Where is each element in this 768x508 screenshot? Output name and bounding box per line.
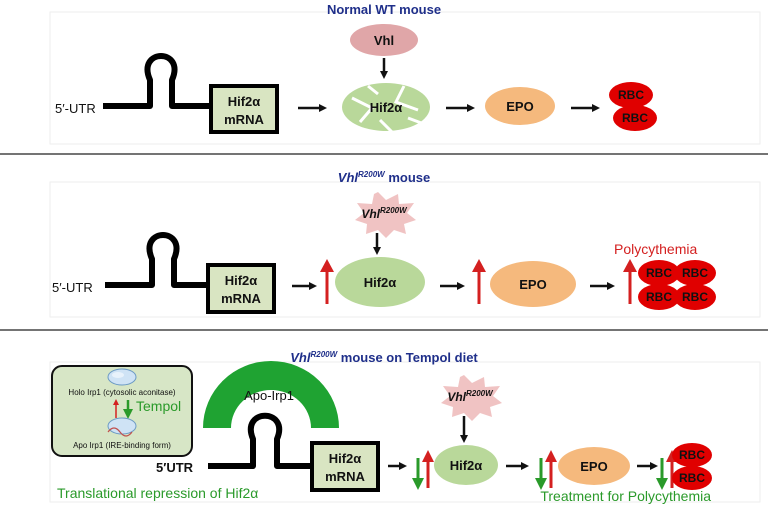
panel2-utr-label: 5′-UTR — [52, 280, 93, 295]
panel2-stem-loop — [105, 232, 208, 288]
panel2-vhl-label: VhlR200W — [361, 206, 408, 221]
panel2-rbc-1 — [638, 260, 680, 286]
panel3-utr-label: 5′UTR — [156, 460, 194, 475]
panel2-mrna-line2: mRNA — [221, 291, 261, 306]
panel-normal-wt: Normal WT mouse 5′-UTR Hif2α mRNA Vhl Hi… — [55, 2, 657, 134]
panel3-updown-hif — [412, 450, 434, 490]
panel2-epo — [490, 261, 576, 307]
panel-vhl-mutant: VhlR200W mouse 5′-UTR Hif2α mRNA VhlR200… — [52, 170, 716, 314]
panel2-rbc-3 — [638, 284, 680, 310]
panel3-title: VhlR200W mouse on Tempol diet — [290, 350, 478, 365]
panel1-vhl — [350, 24, 418, 56]
panel3-updown-epo — [535, 450, 557, 490]
panel3-mrna-line1: Hif2α — [329, 451, 362, 466]
panel1-rbc-2 — [613, 105, 657, 131]
panel-frame-1 — [49, 11, 761, 145]
panel1-vhl-label: Vhl — [374, 33, 394, 48]
panel3-rbc-1-label: RBC — [679, 448, 705, 462]
panel1-epo-label: EPO — [506, 99, 533, 114]
panel3-rbc-2-label: RBC — [679, 471, 705, 485]
panel1-utr-label: 5′-UTR — [55, 101, 96, 116]
panel3-rbc-1 — [672, 443, 712, 467]
panel2-rbc-4 — [674, 284, 716, 310]
panel1-rbc-1-label: RBC — [618, 88, 644, 102]
panel1-mrna-line2: mRNA — [224, 112, 264, 127]
panel2-epo-label: EPO — [519, 277, 546, 292]
panel3-epo — [558, 447, 630, 485]
panel3-mrna-box — [310, 441, 380, 492]
apo-irp1-protein-icon — [107, 417, 137, 437]
panel1-mrna-box — [209, 84, 279, 134]
panel1-title: Normal WT mouse — [327, 2, 441, 17]
panel2-outcome: Polycythemia — [614, 241, 697, 257]
panel1-stem-loop — [103, 53, 211, 109]
apo-irp1-label: Apo-Irp1 — [244, 388, 294, 403]
panel3-hif — [434, 445, 498, 485]
panel2-title: VhlR200W mouse — [338, 170, 430, 185]
panel3-rbc-2 — [672, 466, 712, 490]
inset-apo-label: Apo Irp1 (IRE-binding form) — [73, 441, 171, 450]
panel2-up-arrow-rbc — [623, 259, 637, 304]
panel-frame-3 — [49, 361, 761, 503]
inset-down-arrow — [123, 400, 133, 419]
panel1-mrna-line1: Hif2α — [228, 94, 261, 109]
apo-irp1-dome — [203, 361, 339, 428]
panel2-rbc-4-label: RBC — [682, 290, 708, 304]
panel2-vhl-burst — [355, 192, 416, 238]
inset-up-arrow — [113, 399, 119, 418]
inset-holo-label: Holo Irp1 (cytosolic aconitase) — [68, 388, 175, 397]
panel2-rbc-2-label: RBC — [682, 266, 708, 280]
panel2-up-arrow-epo — [472, 259, 486, 304]
panel2-hif-label: Hif2α — [364, 275, 397, 290]
panel3-vhl-label: VhlR200W — [447, 389, 494, 404]
holo-irp1-protein-icon — [107, 368, 137, 386]
panel1-hif-degraded — [342, 83, 430, 134]
panel3-mrna-line2: mRNA — [325, 469, 365, 484]
panel2-hif — [335, 257, 425, 307]
panel3-left-caption: Translational repression of Hif2α — [57, 485, 258, 501]
panel3-hif-label: Hif2α — [450, 458, 483, 473]
panel-frame-2 — [49, 181, 761, 318]
panel3-stem-loop — [208, 412, 312, 469]
inset-tempol-label: Tempol — [136, 398, 181, 414]
panel2-rbc-2 — [674, 260, 716, 286]
panel2-rbc-3-label: RBC — [646, 290, 672, 304]
panel3-vhl-burst — [441, 375, 502, 421]
irp1-inset: Holo Irp1 (cytosolic aconitase) Tempol A… — [51, 365, 193, 457]
panel3-right-caption: Treatment for Polycythemia — [540, 488, 711, 504]
panel2-rbc-1-label: RBC — [646, 266, 672, 280]
panel1-hif-label: Hif2α — [370, 100, 403, 115]
panel2-up-arrow-hif — [320, 259, 334, 304]
panel3-epo-label: EPO — [580, 459, 607, 474]
panel1-rbc-2-label: RBC — [622, 111, 648, 125]
panel1-rbc-1 — [609, 82, 653, 108]
panel1-epo — [485, 87, 555, 125]
panel2-mrna-box — [206, 263, 276, 314]
panel-vhl-tempol: VhlR200W mouse on Tempol diet Holo Irp1 … — [51, 350, 712, 504]
panel2-mrna-line1: Hif2α — [225, 273, 258, 288]
